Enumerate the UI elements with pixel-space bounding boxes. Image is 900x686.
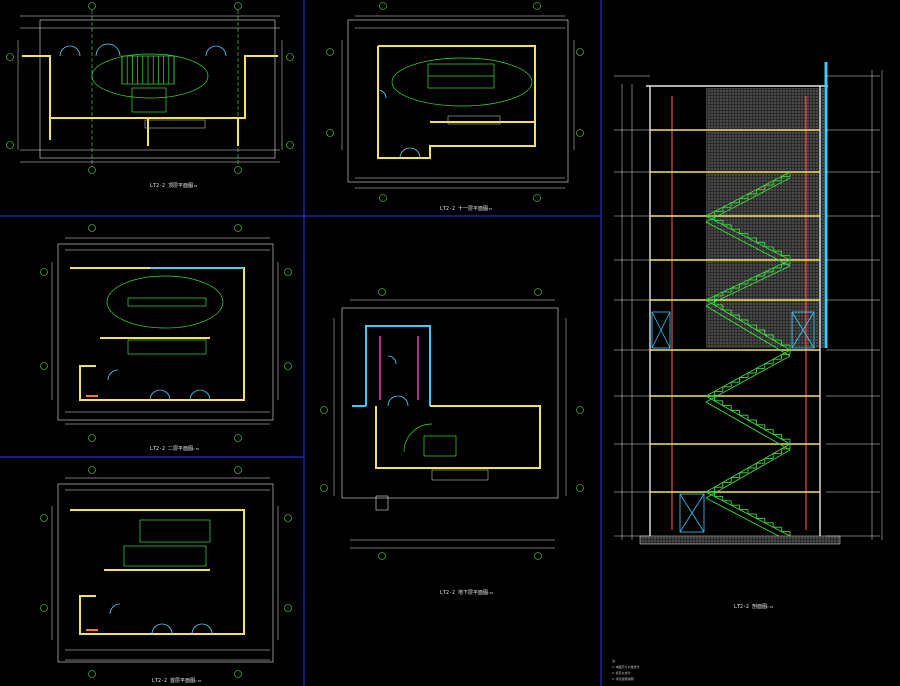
plan-mid-left: LT2-2 二层平面图 1:50 <box>40 224 292 452</box>
caption-section: LT2-2 剖面图 <box>734 603 767 610</box>
scale-plan-top-left: 1:50 <box>190 184 197 188</box>
note-line-4: 3.详见建施说明 <box>612 676 634 681</box>
caption-plan-bottom-left: LT2-2 首层平面图 <box>152 677 195 684</box>
caption-plan-basement: LT2-2 地下层平面图 <box>440 589 488 596</box>
note-line-2: 1.本图尺寸以毫米计 <box>612 664 640 669</box>
plan-basement: LT2-2 地下层平面图 1:50 <box>320 288 584 596</box>
note-line-3: 2.标高以米计 <box>612 670 631 675</box>
scale-plan-bottom-left: 1:50 <box>194 679 201 683</box>
notes-block: 注： 1.本图尺寸以毫米计 2.标高以米计 3.详见建施说明 <box>612 658 640 681</box>
plan-bottom-left: LT2-2 首层平面图 1:50 <box>40 466 292 684</box>
caption-plan-top-left: LT2-2 顶层平面图 <box>150 183 193 189</box>
scale-plan-basement: 1:50 <box>486 591 493 595</box>
plan-top-left: LT2-2 顶层平面图 1:50 <box>6 2 294 189</box>
scale-plan-mid-left: 1:50 <box>192 447 199 451</box>
note-line-1: 注： <box>612 658 618 663</box>
scale-section: 1:50 <box>766 605 773 609</box>
caption-plan-top-middle: LT2-2 十一层平面图 <box>440 205 488 212</box>
section-drawing: LT2-2 剖面图 1:50 <box>614 62 883 610</box>
viewport-dividers <box>0 0 602 686</box>
scale-plan-top-middle: 1:50 <box>485 207 492 211</box>
caption-plan-mid-left: LT2-2 二层平面图 <box>150 446 193 452</box>
plan-top-middle: LT2-2 十一层平面图 1:50 <box>326 2 584 212</box>
